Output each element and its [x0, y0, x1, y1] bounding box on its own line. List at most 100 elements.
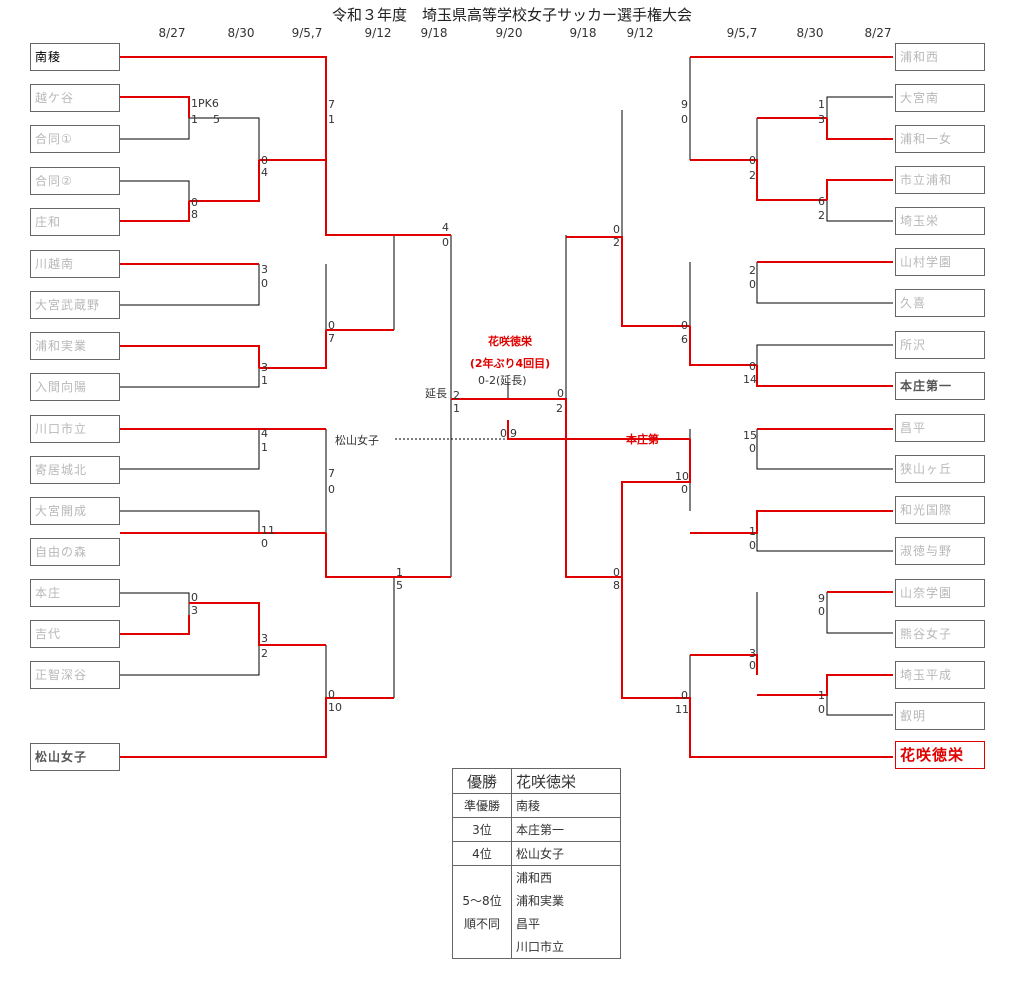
- team-box: 越ケ谷: [30, 84, 120, 112]
- score: 0: [749, 659, 756, 672]
- score: 0: [261, 277, 268, 290]
- team-box: 川越南: [30, 250, 120, 278]
- rank-value: 浦和西: [511, 865, 621, 889]
- team-box: 浦和西: [895, 43, 985, 71]
- round-date: 9/5,7: [291, 26, 323, 40]
- team-box: 所沢: [895, 331, 985, 359]
- score: 0: [328, 319, 335, 332]
- round-date: 9/5,7: [726, 26, 758, 40]
- score: 4: [442, 221, 449, 234]
- rank-value: 花咲徳栄: [511, 768, 621, 794]
- score: 0: [191, 196, 198, 209]
- score: 0: [681, 483, 688, 496]
- final-result: 0-2(延長): [478, 374, 527, 387]
- third-place-winner: 本庄第一: [626, 433, 670, 446]
- rank-label-spacer: [452, 865, 512, 889]
- team-box: 昌平: [895, 414, 985, 442]
- rank-label: 優勝: [452, 768, 512, 794]
- score: 4: [261, 166, 268, 179]
- table-row: 5～8位 浦和実業: [452, 889, 621, 912]
- team-box: 寄居城北: [30, 456, 120, 484]
- score: 0: [749, 154, 756, 167]
- team-box: 久喜: [895, 289, 985, 317]
- round-date: 8/27: [864, 26, 892, 40]
- page-title: 令和３年度 埼玉県高等学校女子サッカー選手権大会: [331, 6, 692, 24]
- score: 2: [613, 236, 620, 249]
- score: 1: [396, 566, 403, 579]
- score: 3: [261, 361, 268, 374]
- team-box: 埼玉平成: [895, 661, 985, 689]
- score: 3: [191, 604, 198, 617]
- team-box: 大宮開成: [30, 497, 120, 525]
- round-date: 9/18: [569, 26, 597, 40]
- team-box: 山奈学園: [895, 579, 985, 607]
- score: 6: [681, 333, 688, 346]
- score: 2: [556, 402, 563, 415]
- third-place-left-team: 松山女子: [335, 434, 379, 447]
- round-date: 8/30: [796, 26, 824, 40]
- score: 0: [613, 223, 620, 236]
- team-box: 大宮武蔵野: [30, 291, 120, 319]
- score: 0: [818, 605, 825, 618]
- score: 6: [818, 195, 825, 208]
- team-box: 庄和: [30, 208, 120, 236]
- score: 0: [191, 591, 198, 604]
- score: 0: [681, 319, 688, 332]
- rank-label: 3位: [452, 817, 512, 842]
- results-table: 優勝 花咲徳栄 準優勝 南稜 3位 本庄第一 4位 松山女子 浦和西 5～8位 …: [452, 768, 621, 959]
- score: 0: [749, 360, 756, 373]
- table-row: 浦和西: [452, 865, 621, 889]
- score: 2: [749, 264, 756, 277]
- team-box: 吉代: [30, 620, 120, 648]
- score: 0: [749, 442, 756, 455]
- team-box: 埼玉栄: [895, 207, 985, 235]
- team-box: 入間向陽: [30, 373, 120, 401]
- rank-label: 4位: [452, 841, 512, 866]
- score: 1: [818, 689, 825, 702]
- team-box: 叡明: [895, 702, 985, 730]
- score: 7: [328, 467, 335, 480]
- team-box: 本庄: [30, 579, 120, 607]
- score: 14: [743, 373, 757, 386]
- rank-value: 昌平: [511, 912, 621, 935]
- team-box: 合同②: [30, 167, 120, 195]
- score: 3: [749, 647, 756, 660]
- rank-label-spacer: [452, 935, 512, 959]
- final-winner-note: (2年ぶり4回目): [469, 357, 551, 370]
- rank-value: 南稜: [511, 793, 621, 818]
- score: 3: [261, 263, 268, 276]
- score: 7: [328, 332, 335, 345]
- team-box: 大宮南: [895, 84, 985, 112]
- score: 5: [396, 579, 403, 592]
- score: 0: [818, 703, 825, 716]
- rank-value: 本庄第一: [511, 817, 621, 842]
- score: 1: [261, 374, 268, 387]
- score: 0: [681, 113, 688, 126]
- rank-label: 5～8位: [452, 889, 512, 912]
- table-row: 順不同 昌平: [452, 912, 621, 935]
- score: 2: [749, 169, 756, 182]
- score: 10: [328, 701, 342, 714]
- table-row: 優勝 花咲徳栄: [452, 768, 621, 794]
- score: 0: [500, 427, 507, 440]
- score: 9: [818, 592, 825, 605]
- table-row: 4位 松山女子: [452, 841, 621, 866]
- score: 11: [675, 703, 689, 716]
- score: 0: [261, 154, 268, 167]
- round-date: 9/18: [420, 26, 448, 40]
- score: 9: [510, 427, 517, 440]
- score: 0: [442, 236, 449, 249]
- team-box: 浦和一女: [895, 125, 985, 153]
- score: 1: [261, 441, 268, 454]
- team-box: 松山女子: [30, 743, 120, 771]
- team-box: 本庄第一: [895, 372, 985, 400]
- score: 3: [818, 113, 825, 126]
- rank-value: 松山女子: [511, 841, 621, 866]
- table-row: 川口市立: [452, 935, 621, 959]
- team-box: 南稜: [30, 43, 120, 71]
- table-row: 準優勝 南稜: [452, 793, 621, 818]
- score: 1: [191, 113, 198, 126]
- score: 1: [818, 98, 825, 111]
- score: 0: [681, 689, 688, 702]
- score: 1PK6: [191, 97, 219, 110]
